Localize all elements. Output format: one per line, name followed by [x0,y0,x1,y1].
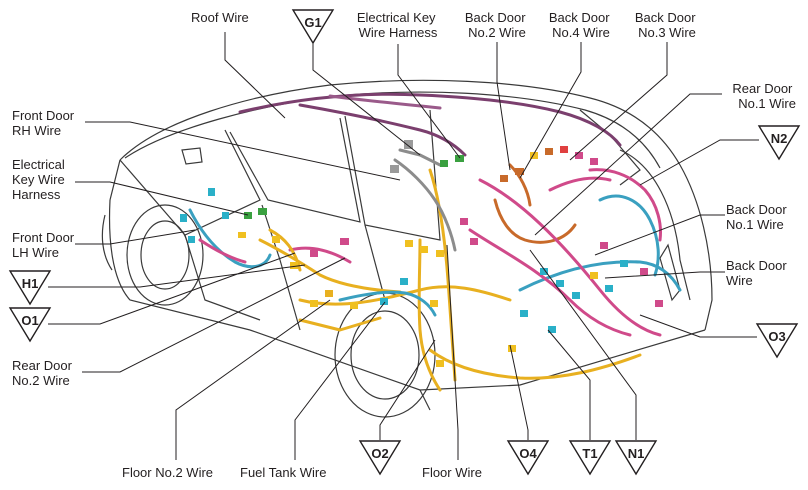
marker-o2: O2 [358,440,402,476]
connector [590,272,598,279]
connector [556,280,564,287]
connector [455,155,464,162]
marker-n1: N1 [614,440,658,476]
connector [540,268,548,275]
connector [520,310,528,317]
svg-text:H1: H1 [22,276,39,291]
connector [380,298,388,305]
connector [600,242,608,249]
connector [420,246,428,253]
svg-text:G1: G1 [304,15,321,30]
connector [515,168,524,175]
svg-text:O2: O2 [371,446,388,461]
connector [258,208,267,215]
label-back-door-no1-wire: Back Door No.1 Wire [726,202,790,232]
marker-t1: T1 [568,440,612,476]
label-fuel-tank-wire: Fuel Tank Wire [240,465,326,480]
marker-o1: O1 [8,307,52,343]
roof-wire-harness [238,92,622,147]
connector [470,238,478,245]
svg-text:O1: O1 [21,313,38,328]
marker-o4: O4 [506,440,550,476]
marker-h1: H1 [8,270,52,306]
label-back-door-wire: Back Door Wire [726,258,790,288]
connector [460,218,468,225]
connector [655,300,663,307]
label-electrical-key-wire-harness-left: Electrical Key Wire Harness [12,157,68,202]
connector [222,212,229,219]
connector [340,238,349,245]
connector [188,236,195,243]
svg-text:T1: T1 [582,446,597,461]
connector [440,160,448,167]
connector [560,146,568,153]
leader-lines [48,32,759,460]
vehicle-body [101,79,713,418]
label-floor-wire: Floor Wire [422,465,482,480]
connector [620,260,628,267]
connector [290,262,298,269]
back-door-no2-wire-harness [493,198,577,244]
label-electrical-key-wire-harness-top: Electrical Key Wire Harness [357,10,439,40]
label-back-door-no3-wire: Back Door No.3 Wire [635,10,699,40]
connector [530,152,538,159]
connector [575,152,583,159]
connector [640,268,648,275]
wire-harnesses [188,92,682,392]
connector [390,165,399,173]
connector [605,285,613,292]
connector [590,158,598,165]
connector [405,240,413,247]
connector [545,148,553,155]
connector [430,300,438,307]
connector [325,290,333,297]
connector [350,302,358,309]
marker-o3: O3 [755,323,799,359]
connector [180,214,187,222]
label-floor-no2-wire: Floor No.2 Wire [122,465,213,480]
connector [508,345,516,352]
marker-g1: G1 [291,9,335,45]
connectors [180,140,663,367]
connector [310,300,318,307]
connector [436,250,444,257]
label-back-door-no2-wire: Back Door No.2 Wire [465,10,529,40]
connector [272,236,280,243]
label-front-door-lh-wire: Front Door LH Wire [12,230,78,260]
connector [310,250,318,257]
svg-text:O4: O4 [519,446,537,461]
connector [208,188,215,196]
svg-text:N1: N1 [628,446,645,461]
label-back-door-no4-wire: Back Door No.4 Wire [549,10,613,40]
connector [548,326,556,333]
labels: Roof Wire Electrical Key Wire Harness Ba… [12,10,796,480]
label-rear-door-no2-wire: Rear Door No.2 Wire [12,358,76,388]
marker-n2: N2 [757,125,801,161]
label-front-door-rh-wire: Front Door RH Wire [12,108,78,138]
connector [400,278,408,285]
connector [238,232,246,238]
svg-text:N2: N2 [771,131,788,146]
connector [404,140,413,149]
connector [244,212,252,219]
label-rear-door-no1-wire: Rear Door No.1 Wire [732,81,796,111]
svg-text:O3: O3 [768,329,785,344]
floor-wire-harness [428,168,457,382]
connector [572,292,580,299]
connector [436,360,444,367]
connector [500,175,508,182]
label-roof-wire: Roof Wire [191,10,249,25]
